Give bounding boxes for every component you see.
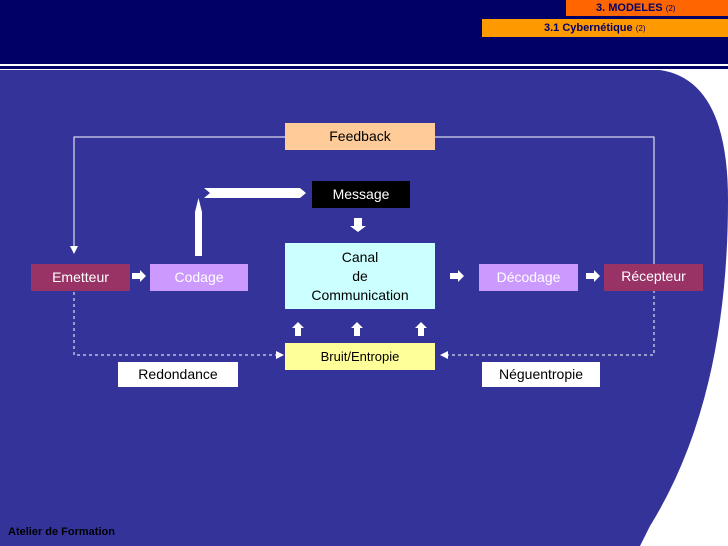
canal-box: Canal de Communication (285, 243, 435, 309)
codage-up-shaft (195, 212, 202, 256)
footer-label: Atelier de Formation (8, 526, 115, 538)
noise-arrow-left (292, 322, 304, 336)
emetteur-box: Emetteur (31, 264, 130, 291)
canal-line-1: Canal (341, 249, 379, 265)
decodage-label: Décodage (496, 269, 561, 285)
message-box: Message (312, 181, 410, 208)
recepteur-label: Récepteur (621, 268, 686, 284)
bruit-box: Bruit/Entropie (285, 343, 435, 370)
neguentropie-dashed-line (446, 290, 655, 356)
bruit-label: Bruit/Entropie (320, 349, 400, 364)
codage-up-head (195, 198, 202, 212)
emetteur-label: Emetteur (52, 269, 109, 285)
redondance-label: Redondance (138, 366, 218, 382)
subsection-count: (2) (635, 24, 646, 33)
canal-line-3: Communication (311, 287, 409, 303)
section-tab[interactable]: 3. MODELES (2) (566, 0, 728, 16)
recepteur-box: Récepteur (604, 264, 703, 291)
header-divider (0, 64, 728, 66)
noise-arrow-right (415, 322, 427, 336)
message-down-arrow (350, 218, 366, 232)
message-label: Message (332, 186, 390, 202)
feedback-left-line (73, 136, 285, 248)
redondance-dashed-line (73, 292, 278, 356)
decodage-box: Décodage (479, 264, 578, 291)
feedback-label: Feedback (329, 128, 391, 144)
noise-arrow-middle (351, 322, 363, 336)
canal-line-2: de (352, 268, 368, 284)
subsection-tab[interactable]: 3.1 Cybernétique (2) (482, 19, 728, 37)
redondance-arrow-head (276, 351, 284, 359)
codage-label: Codage (174, 269, 224, 285)
redondance-box: Redondance (118, 362, 238, 387)
arrow-decodage-recepteur (586, 270, 600, 282)
neguentropie-arrow-head (440, 351, 448, 359)
section-count: (2) (665, 4, 676, 13)
section-title: 3. MODELES (596, 2, 663, 14)
arrow-canal-decodage (450, 270, 464, 282)
subsection-title: 3.1 Cybernétique (544, 22, 633, 34)
feedback-box: Feedback (285, 123, 435, 150)
header-divider-lower (0, 66, 728, 69)
codage-box: Codage (150, 264, 248, 291)
feedback-right-line (435, 136, 655, 264)
feedback-arrow-head (70, 246, 78, 254)
message-arrow (204, 188, 306, 198)
arrow-emetteur-codage (132, 270, 146, 282)
neguentropie-box: Néguentropie (482, 362, 600, 387)
neguentropie-label: Néguentropie (498, 366, 584, 382)
